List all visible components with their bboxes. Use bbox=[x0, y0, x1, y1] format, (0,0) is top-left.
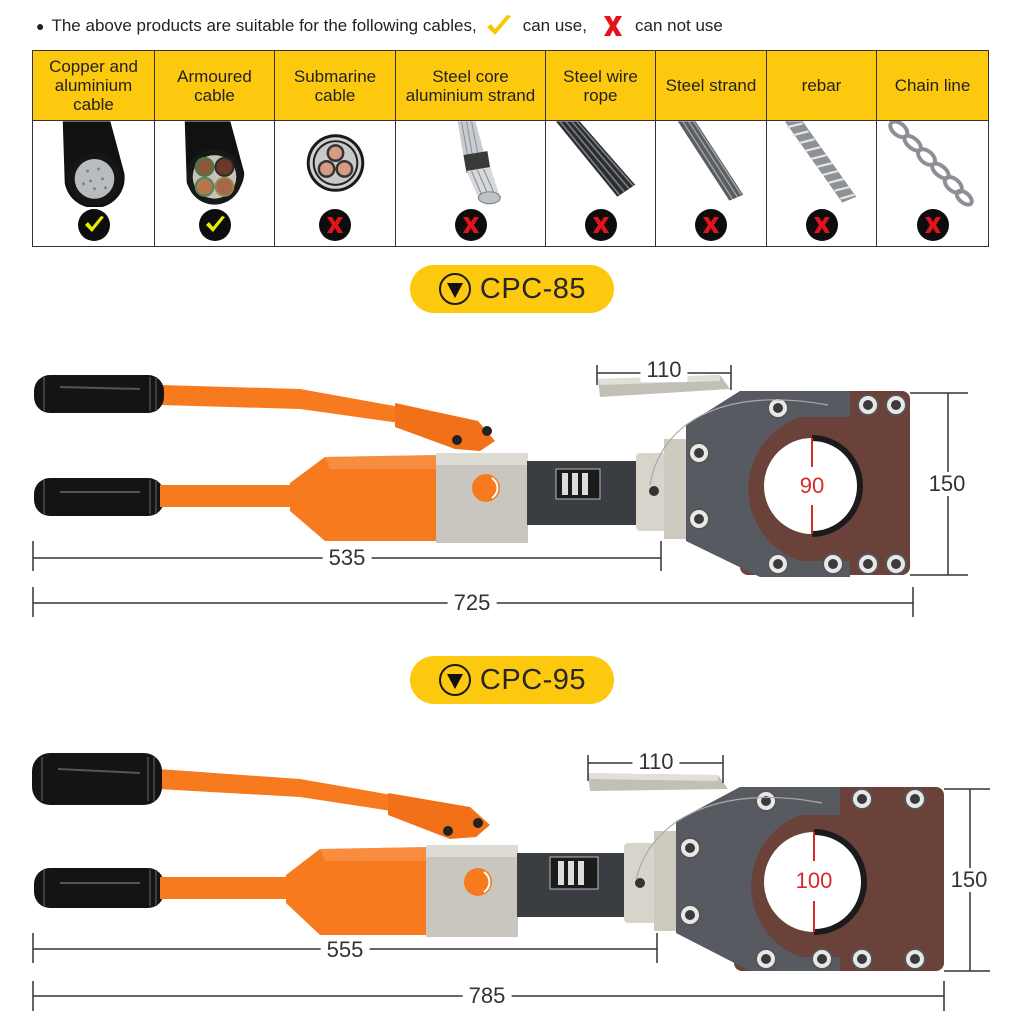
dimension-total-length: 725 bbox=[447, 591, 497, 615]
dimension-jaw-opening: 90 bbox=[799, 473, 825, 498]
cell-rebar bbox=[766, 120, 877, 247]
model-badge-cpc-85: CPC-85 bbox=[410, 265, 614, 313]
cell-chain-line bbox=[876, 120, 989, 247]
chain-icon bbox=[888, 121, 974, 207]
header-rebar: rebar bbox=[766, 50, 877, 121]
table-header-row: Copper and aluminium cable Armoured cabl… bbox=[32, 50, 989, 121]
down-triangle-icon bbox=[438, 664, 471, 696]
dimension-handle-length: 110 bbox=[640, 358, 688, 382]
can-use-mark bbox=[77, 209, 110, 241]
dimension-head-height: 150 bbox=[944, 868, 994, 892]
red-x-icon bbox=[592, 217, 609, 233]
can-not-use-mark bbox=[454, 209, 487, 241]
yellow-check-icon bbox=[486, 15, 511, 35]
steel-core-strand-icon bbox=[457, 121, 501, 205]
dimension-head-height: 150 bbox=[922, 472, 972, 496]
red-x-icon bbox=[327, 217, 343, 233]
steel-wire-rope-icon bbox=[555, 121, 636, 197]
cable-compatibility-table: Copper and aluminium cable Armoured cabl… bbox=[32, 50, 989, 247]
red-x-icon bbox=[603, 16, 622, 36]
yellow-check-icon bbox=[205, 216, 225, 232]
can-not-use-mark bbox=[695, 209, 727, 241]
tool-diagram-cpc-95: 110 100 150 555 785 bbox=[0, 735, 1024, 1024]
header-armoured-cable: Armoured cable bbox=[154, 50, 275, 121]
can-not-use-mark bbox=[319, 209, 351, 241]
cell-steel-wire-rope bbox=[545, 120, 656, 247]
header-steel-strand: Steel strand bbox=[655, 50, 767, 121]
down-triangle-icon bbox=[438, 273, 471, 305]
can-use-mark bbox=[198, 209, 231, 241]
header-steel-core-aluminium-strand: Steel core aluminium strand bbox=[395, 50, 546, 121]
red-x-icon bbox=[813, 217, 830, 233]
cell-armoured-cable bbox=[154, 120, 275, 247]
can-not-use-label: can not use bbox=[634, 16, 723, 35]
legend-text: The above products are suitable for the … bbox=[51, 16, 477, 35]
dimension-handle-length: 110 bbox=[632, 750, 680, 774]
dimension-body-length: 535 bbox=[322, 546, 372, 570]
model-name: CPC-95 bbox=[479, 663, 587, 696]
armoured-cable-icon bbox=[184, 121, 245, 205]
submarine-cable-icon bbox=[306, 134, 365, 192]
yellow-check-icon bbox=[84, 216, 104, 232]
header-copper-aluminium-cable: Copper and aluminium cable bbox=[32, 50, 155, 121]
header-steel-wire-rope: Steel wire rope bbox=[545, 50, 656, 121]
dimension-total-length: 785 bbox=[462, 984, 512, 1008]
usage-legend: ● The above products are suitable for th… bbox=[36, 13, 723, 39]
red-x-icon bbox=[703, 217, 719, 233]
model-badge-cpc-95: CPC-95 bbox=[410, 656, 614, 704]
tool-diagram-cpc-85: 110 90 150 535 725 bbox=[0, 345, 1024, 645]
cell-steel-core-aluminium-strand bbox=[395, 120, 546, 247]
dimension-jaw-opening: 100 bbox=[795, 868, 833, 893]
cell-steel-strand bbox=[655, 120, 767, 247]
copper-aluminium-cable-icon bbox=[62, 121, 125, 207]
can-not-use-mark bbox=[805, 209, 838, 241]
steel-strand-icon bbox=[677, 121, 744, 201]
red-x-icon bbox=[924, 217, 941, 233]
can-use-label: can use, bbox=[522, 16, 587, 35]
hydraulic-cable-cutter-image bbox=[32, 753, 990, 1011]
cell-submarine-cable bbox=[274, 120, 396, 247]
can-not-use-mark bbox=[916, 209, 949, 241]
cell-copper-aluminium-cable bbox=[32, 120, 155, 247]
table-image-row bbox=[32, 120, 989, 247]
hydraulic-cable-cutter-image bbox=[32, 365, 968, 617]
header-chain-line: Chain line bbox=[876, 50, 989, 121]
can-not-use-mark bbox=[584, 209, 617, 241]
bullet-icon: ● bbox=[36, 18, 45, 34]
dimension-body-length: 555 bbox=[320, 938, 370, 962]
rebar-icon bbox=[784, 121, 857, 203]
model-name: CPC-85 bbox=[479, 272, 587, 305]
header-submarine-cable: Submarine cable bbox=[274, 50, 396, 121]
red-x-icon bbox=[462, 217, 479, 233]
